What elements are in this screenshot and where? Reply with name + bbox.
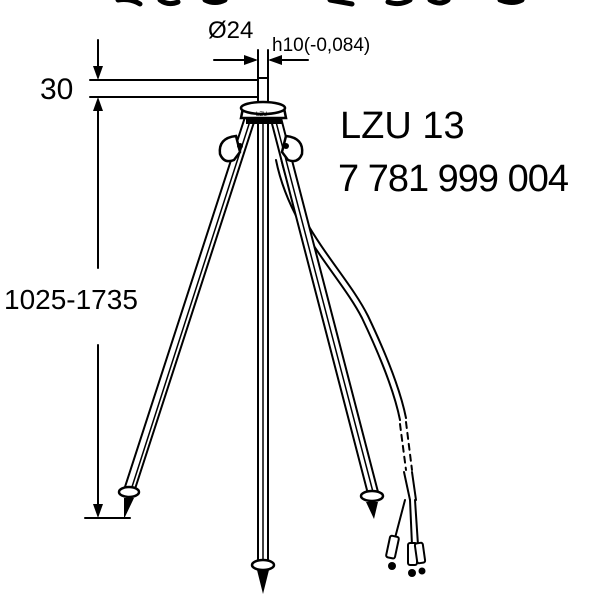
svg-text:LZU: LZU [256, 112, 267, 118]
part-number-label: 7 781 999 004 [338, 158, 569, 200]
height-range-label: 1025-1735 [4, 284, 138, 315]
cable-connectors [385, 499, 427, 577]
tolerance-label: h10(-0,084) [272, 35, 370, 56]
diameter-dimension: Ø24 h10(-0,084) [208, 17, 370, 101]
head-height-dimension: 30 [40, 39, 259, 106]
head-height-label: 30 [40, 73, 73, 106]
cropped-top-text [115, 0, 525, 7]
right-leg [268, 112, 385, 519]
tripod: LZU [117, 77, 427, 594]
centre-post-top [257, 77, 269, 103]
tripod-head: LZU [239, 100, 288, 124]
centre-leg [250, 119, 276, 594]
diameter-label: Ø24 [208, 17, 253, 44]
model-label: LZU 13 [340, 105, 465, 147]
height-range-dimension: 1025-1735 [4, 97, 138, 519]
left-leg [117, 112, 258, 519]
